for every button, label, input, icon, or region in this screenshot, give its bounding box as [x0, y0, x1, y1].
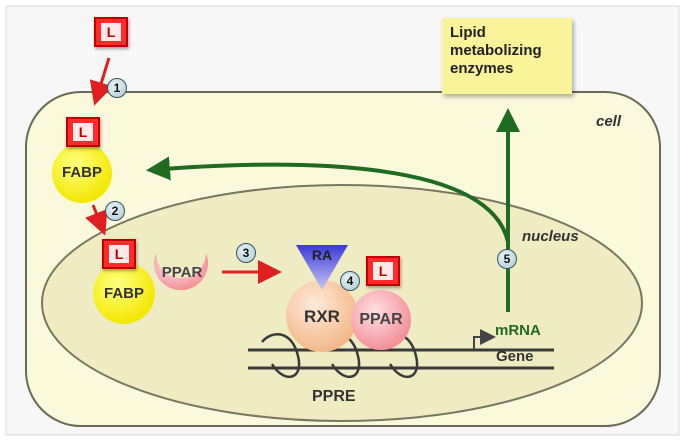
ligand-on-ppar: L [366, 256, 400, 286]
mrna-label: mRNA [495, 322, 541, 339]
step-4-marker: 4 [340, 271, 360, 291]
transcription-start-arrow [473, 329, 496, 350]
rxr-label: RXR [304, 307, 340, 326]
fabp-nucleus [93, 262, 155, 324]
ra-ligand [296, 245, 348, 290]
nucleus-label: nucleus [522, 228, 579, 245]
step-1-marker: 1 [107, 78, 127, 98]
ligand-extracellular: L [94, 17, 128, 47]
fabp-cytoplasm [52, 143, 112, 203]
ligand-on-nuclear-fabp: L [102, 239, 136, 269]
ligand-on-fabp: L [66, 117, 100, 147]
ligand-label: L [73, 123, 93, 141]
lipid-enzymes-label: Lipid metabolizing enzymes [450, 24, 542, 77]
ppar-receptor-open [154, 253, 208, 291]
lipid-enzymes-note: Lipid metabolizing enzymes [442, 18, 572, 94]
ppar-receptor-bound [351, 290, 411, 350]
rxr-receptor [286, 280, 358, 352]
fabp-nuclear-import-arrow [85, 204, 108, 236]
step-5-marker: 5 [497, 249, 517, 269]
ligand-label: L [373, 262, 393, 280]
ligand-label: L [109, 245, 129, 263]
ppar-open-label: PPAR [161, 264, 203, 281]
dna-coil [261, 333, 301, 379]
enzymes-to-fabp-arrow [146, 156, 510, 243]
ligand-label: L [101, 23, 121, 41]
gene-label: Gene [496, 348, 534, 365]
fabp-cytoplasm-label: FABP [61, 164, 102, 181]
ligand-entry-arrow [89, 57, 113, 106]
fabp-nucleus-label: FABP [103, 285, 144, 302]
ppar-bound-label: PPAR [359, 311, 403, 328]
ppre-label: PPRE [312, 388, 356, 405]
step-3-marker: 3 [236, 243, 256, 263]
ra-label: RA [311, 247, 333, 263]
cell-label: cell [596, 113, 622, 130]
step-2-marker: 2 [105, 201, 125, 221]
